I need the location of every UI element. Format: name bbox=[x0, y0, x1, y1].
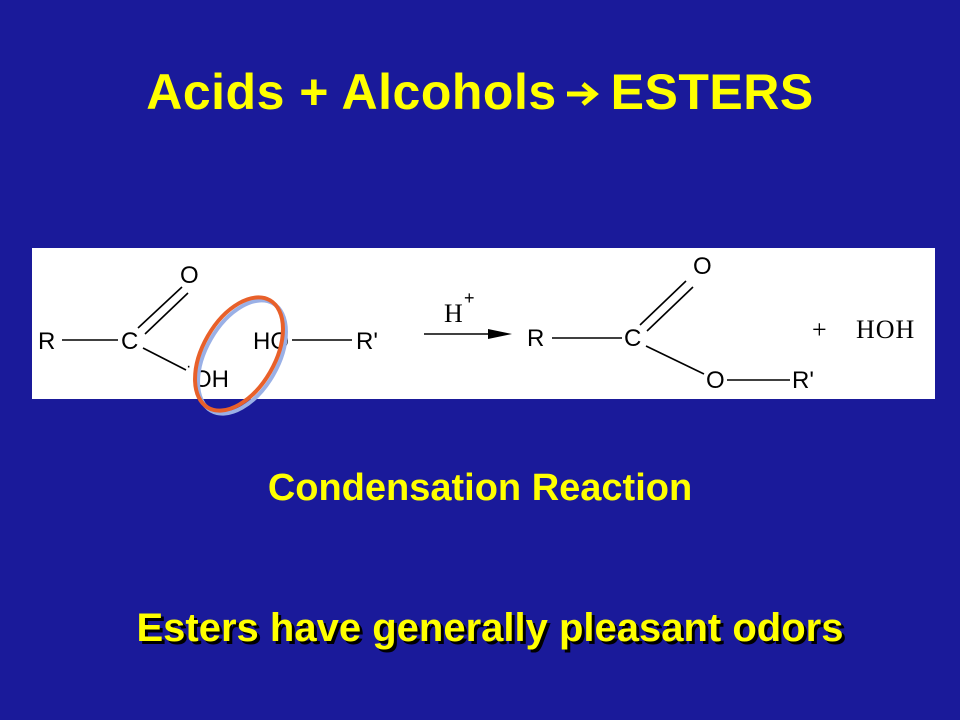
ester-carbonyl-oxygen: O bbox=[693, 253, 712, 280]
ester-r-prime: R' bbox=[792, 367, 814, 394]
reaction-panel bbox=[32, 248, 935, 399]
arrow-head-icon bbox=[488, 329, 512, 339]
plus-sign: + bbox=[812, 315, 827, 344]
acid-carbon: C bbox=[121, 328, 138, 355]
carboxylic-acid: R C O · OH bbox=[38, 262, 229, 393]
acid-r-group: R bbox=[38, 328, 55, 355]
ester-carbonyl-bond-1 bbox=[639, 280, 687, 326]
catalyst-charge: + bbox=[464, 288, 475, 308]
acid-carbonyl-oxygen: O bbox=[180, 262, 199, 289]
reaction-type-label: Condensation Reaction bbox=[267, 467, 693, 509]
ester-r-group: R bbox=[527, 325, 544, 352]
highlight-ring bbox=[193, 295, 285, 413]
ester-c-o-bond bbox=[645, 345, 705, 375]
reaction-arrow: H + bbox=[424, 288, 512, 339]
title-reactants: Acids + Alcohols bbox=[146, 64, 557, 120]
ester: R C O O R' bbox=[527, 253, 814, 394]
ester-carbonyl-bond-2 bbox=[646, 286, 694, 332]
water-formula: HOH bbox=[856, 315, 915, 344]
byproduct: + HOH bbox=[812, 315, 915, 344]
acid-c-oh-bond bbox=[142, 347, 187, 371]
alcohol: HO R' bbox=[253, 328, 378, 355]
title-product: ESTERS bbox=[610, 64, 814, 120]
water-elimination-highlight bbox=[193, 295, 288, 416]
acid-carbonyl-bond-1 bbox=[137, 286, 183, 329]
footer-note: Esters have generally pleasant odors bbox=[136, 606, 844, 650]
slide-title: Acids + Alcohols ESTERS bbox=[0, 58, 960, 130]
catalyst-h: H bbox=[444, 299, 463, 328]
acid-hydroxyl-dot: · bbox=[186, 358, 191, 375]
ester-carbon: C bbox=[624, 325, 641, 352]
ester-ether-oxygen: O bbox=[706, 367, 725, 394]
acid-carbonyl-bond-2 bbox=[144, 292, 189, 335]
right-arrow-icon bbox=[565, 58, 601, 126]
alcohol-r-prime: R' bbox=[356, 328, 378, 355]
